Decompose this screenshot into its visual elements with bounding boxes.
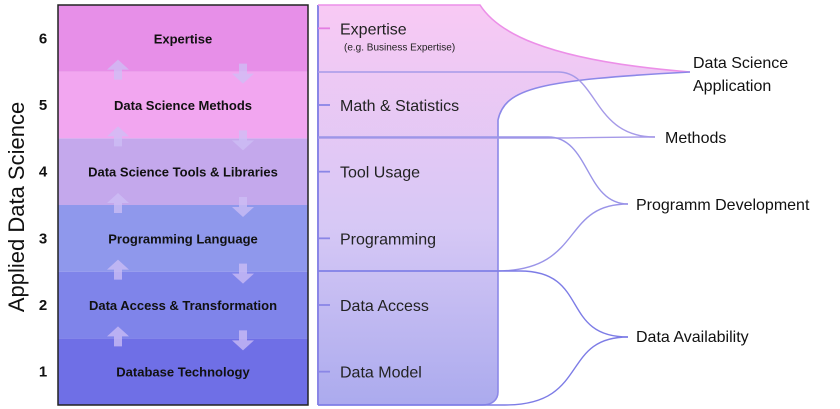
methods-connector-bottom (318, 136, 656, 139)
middle-sublabel-6: (e.g. Business Expertise) (344, 42, 455, 53)
layer-band-4 (58, 138, 308, 205)
middle-ticks (318, 27, 330, 373)
middle-label-5: Math & Statistics (340, 98, 459, 115)
layer-band-2 (58, 271, 308, 339)
arrow-up-2 (107, 259, 129, 280)
layer-labels: Database Technology Data Access & Transfo… (88, 31, 278, 379)
level-numbers: 1 2 3 4 5 6 (39, 30, 48, 380)
arrow-down-5 (232, 63, 254, 84)
layer-label-2: Data Access & Transformation (89, 298, 277, 313)
arrow-up-1 (107, 326, 129, 347)
level-number-4: 4 (39, 164, 48, 181)
axis-title: Applied Data Science (4, 102, 29, 312)
arrow-down-1 (232, 330, 254, 351)
group-label-methods: Methods (665, 130, 726, 147)
middle-label-2: Data Access (340, 298, 429, 315)
middle-labels: Data Model Data Access Programming Tool Usa… (340, 21, 459, 381)
arrow-down-3 (232, 197, 254, 217)
middle-label-4: Tool Usage (340, 165, 420, 182)
layer-band-5 (58, 71, 308, 139)
middle-label-3: Programming (340, 231, 436, 248)
group-connectors (318, 71, 656, 406)
arrow-up-3 (107, 193, 129, 213)
layer-band-3 (58, 205, 308, 272)
arrow-down-4 (232, 130, 254, 151)
development-connector-top (318, 136, 629, 205)
middle-label-6: Expertise (340, 21, 407, 38)
funnel-bottom-edge (318, 71, 691, 406)
layer-label-5: Data Science Methods (114, 98, 252, 113)
availability-connector-bottom (318, 336, 629, 406)
funnel-top-edge (318, 4, 691, 73)
level-number-1: 1 (39, 364, 47, 381)
availability-connector-top (318, 270, 629, 338)
layer-stack (58, 5, 308, 405)
layer-arrows (107, 59, 254, 351)
methods-connector-top (318, 71, 656, 138)
layer-band-6 (58, 5, 308, 72)
group-label-development: Programm Development (636, 197, 810, 214)
middle-label-1: Data Model (340, 365, 422, 382)
group-label-application-line2: Application (693, 78, 771, 95)
layer-label-3: Programming Language (108, 231, 258, 246)
group-label-application-line1: Data Science (693, 55, 788, 72)
level-number-3: 3 (39, 230, 47, 247)
layer-band-1 (58, 338, 308, 405)
development-connector-bottom (318, 203, 629, 272)
arrow-down-2 (232, 263, 254, 284)
middle-funnel (318, 5, 690, 405)
arrow-up-4 (107, 126, 129, 147)
arrow-up-5 (107, 59, 129, 80)
group-label-availability: Data Availability (636, 329, 749, 346)
level-number-2: 2 (39, 297, 47, 314)
level-number-5: 5 (39, 97, 47, 114)
level-number-6: 6 (39, 30, 47, 47)
layer-label-6: Expertise (154, 31, 213, 46)
layer-stack-outline (57, 4, 309, 406)
layer-label-1: Database Technology (116, 365, 250, 380)
layer-label-4: Data Science Tools & Libraries (88, 165, 278, 180)
